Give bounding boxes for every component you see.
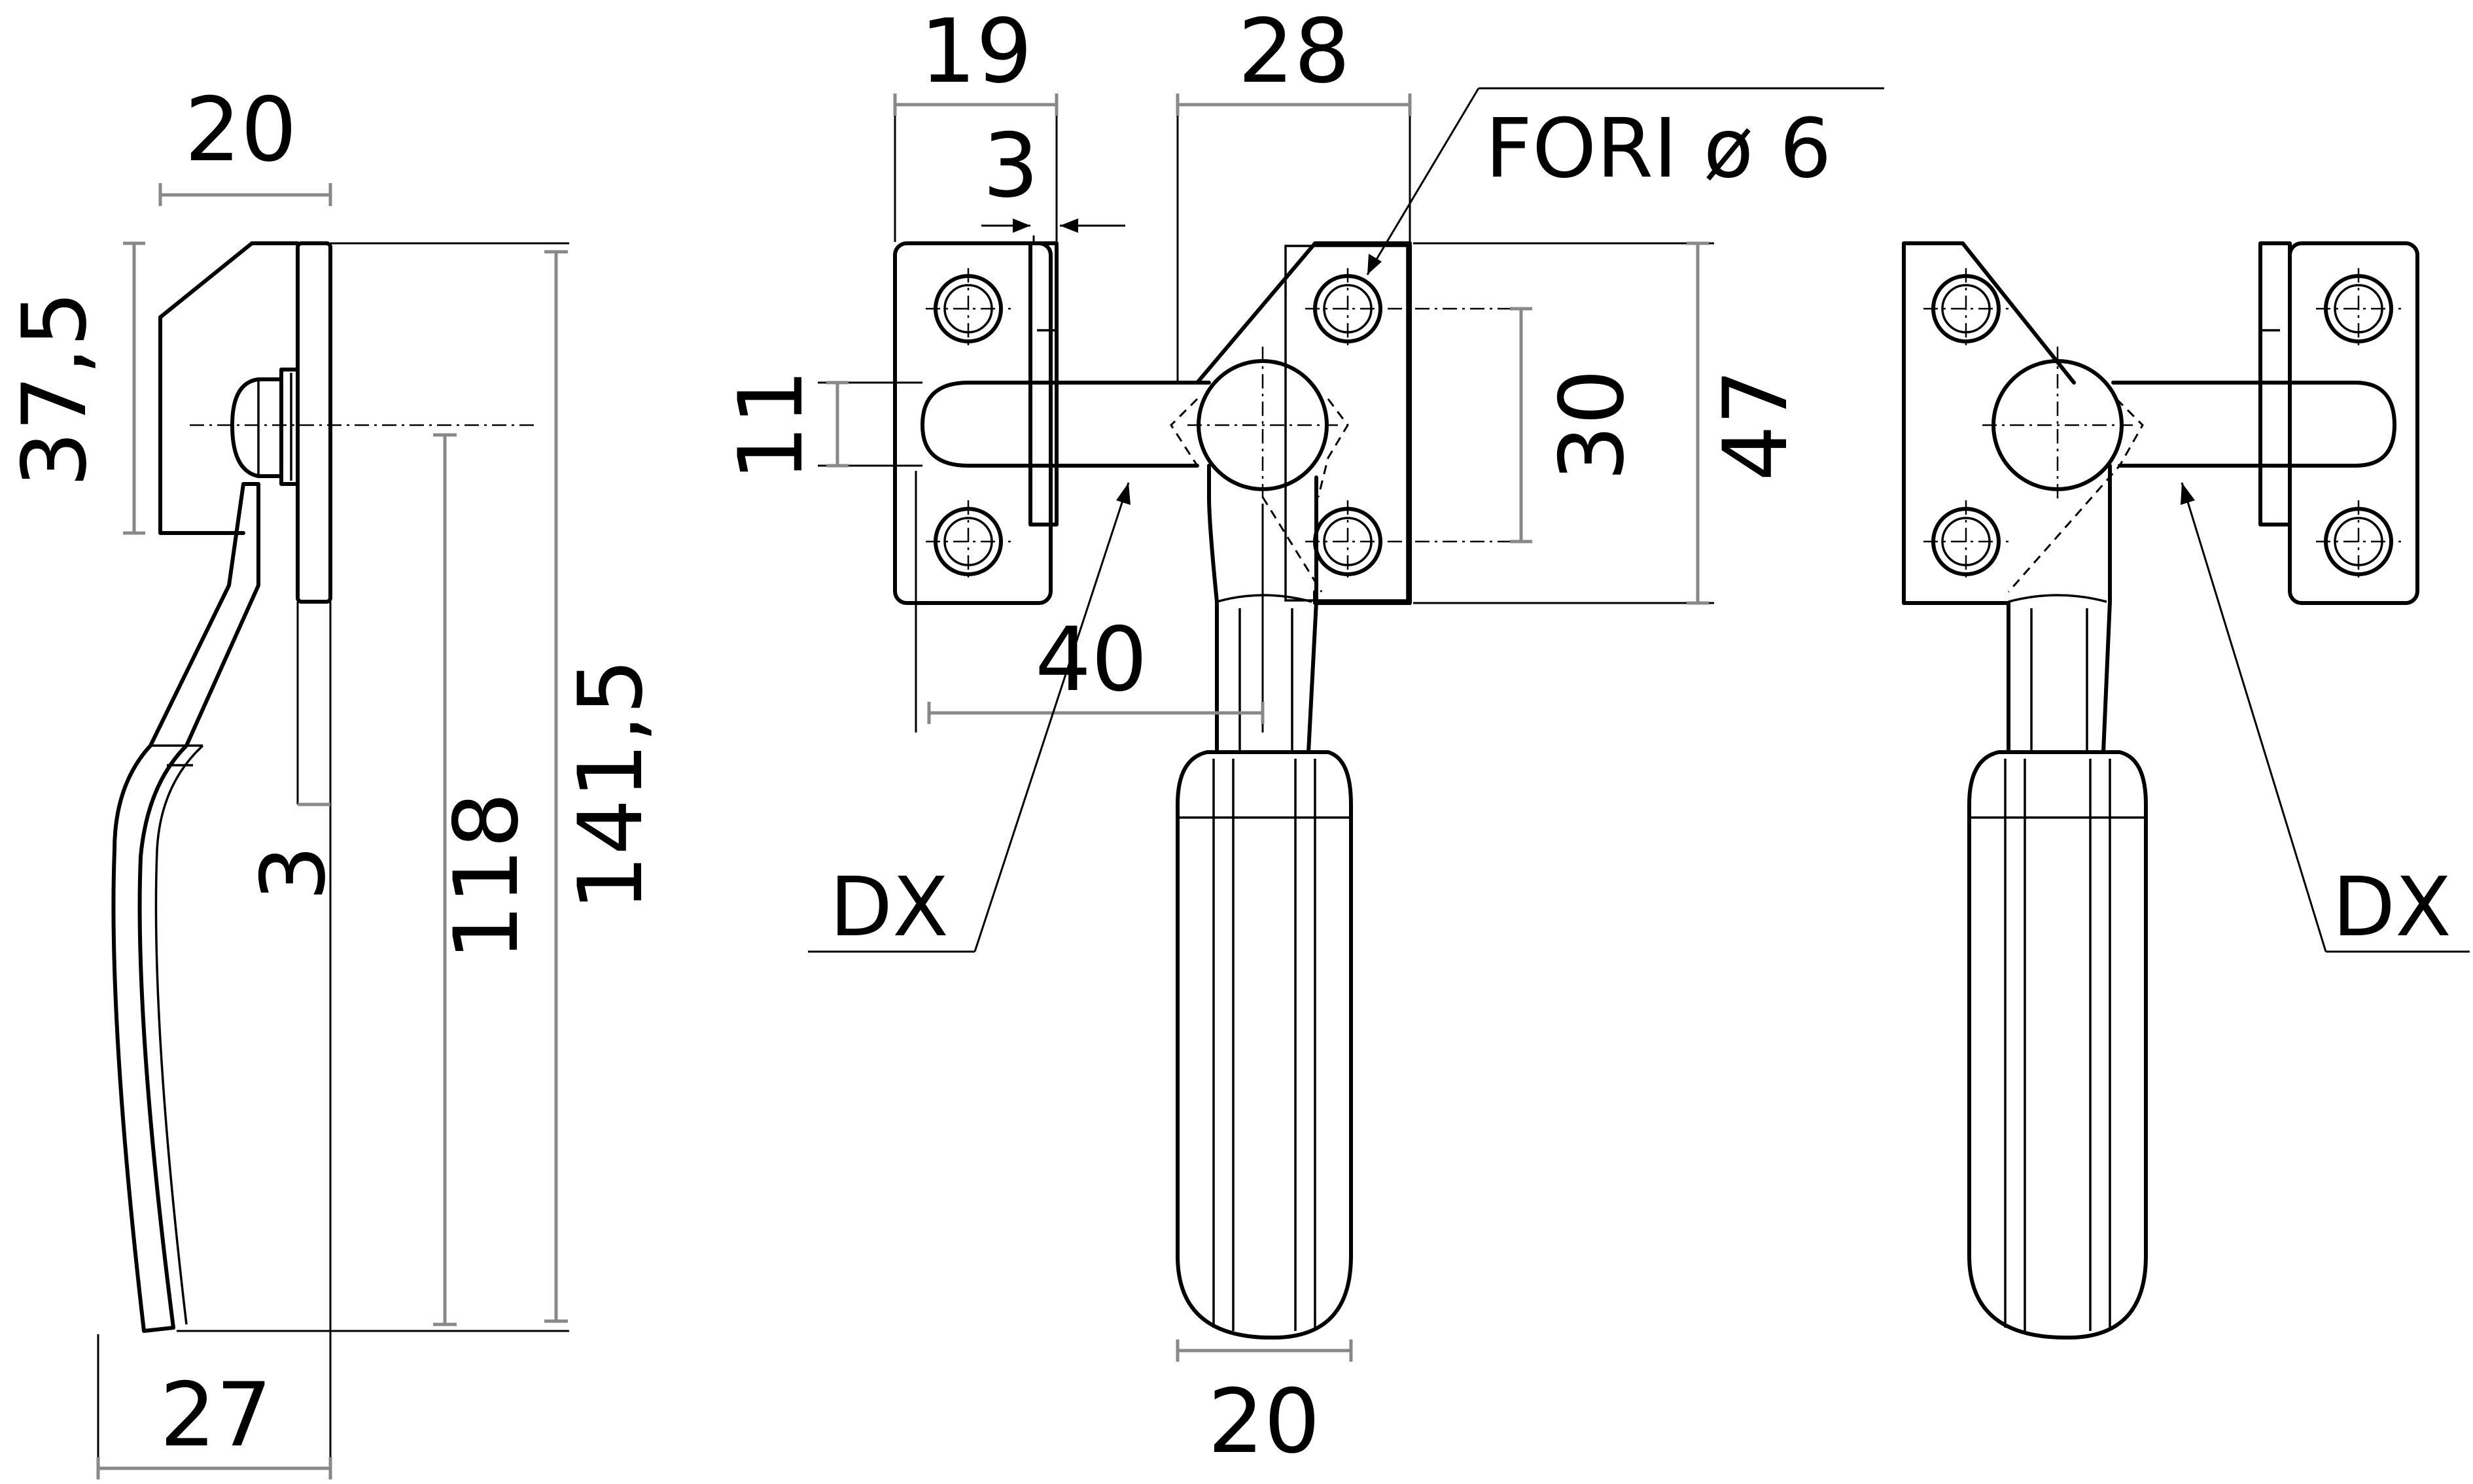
front-lever-stem [1207,464,1318,754]
right-catch-plate [2288,241,2419,605]
front-dim-30-label: 30 [1541,369,1643,481]
side-bracket [158,241,300,535]
front-dim-19-label: 19 [920,0,1032,103]
side-dim-375-label: 37,5 [3,291,106,488]
front-catch-screw-top [926,268,1011,350]
side-lever-inner [154,744,204,1325]
right-catch-screw-top [2316,268,2401,350]
right-dx-label: DX [2332,860,2451,955]
side-view: 20 37,5 3 118 141,5 27 [3,78,662,1479]
front-dim-40-label: 40 [1035,608,1148,711]
front-latch-bar [921,381,1211,468]
right-latch-bar [2111,381,2396,468]
front-view: 19 3 28 FORI ø 6 11 30 47 40 [720,0,1884,1473]
front-catch-plate [893,241,1053,605]
front-dim-3-label: 3 [983,114,1039,217]
right-catch-screw-bottom [2316,500,2401,582]
front-holes-note: FORI ø 6 [1485,101,1831,196]
right-handle-grip [1967,750,2148,1340]
side-dim-20-label: 20 [184,78,297,181]
front-handle-grip [1176,750,1353,1340]
side-pivot-boss [230,368,300,486]
front-bracket-screw-top [1305,268,1531,350]
front-catch-screw-bottom [926,500,1011,582]
right-bracket-screw-top [1923,268,2008,350]
side-dim-27-label: 27 [160,1364,272,1466]
side-dim-1415-label: 141,5 [559,659,662,911]
side-dim-118-label: 118 [435,792,538,961]
front-dim-28-label: 28 [1238,0,1350,103]
front-dx-label: DX [830,860,949,955]
right-bracket-plate [1902,241,2076,605]
mirrored-view: DX [1902,241,2470,1340]
side-dim-3-label: 3 [242,845,345,901]
side-mounting-plate [296,241,332,604]
front-bracket-screw-bottom [1305,500,1531,582]
front-dim-47-label: 47 [1704,369,1807,481]
front-dim-11-label: 11 [720,369,822,481]
right-lever-stem [2007,464,2112,754]
right-bracket-screw-bottom [1923,500,2008,582]
front-dim-20-label: 20 [1208,1370,1320,1473]
side-lever-arm [111,482,260,1333]
